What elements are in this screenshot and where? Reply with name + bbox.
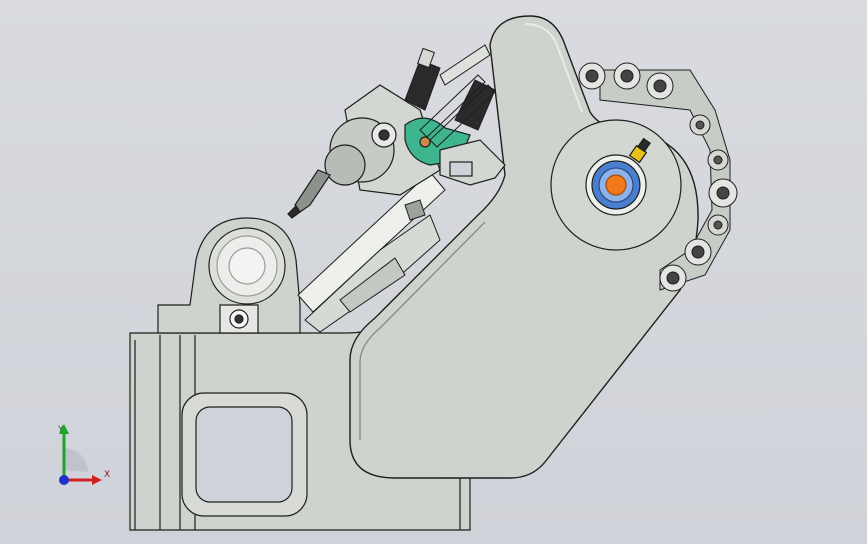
tool-pocket [684,238,712,266]
coordinate-triad-icon: Y X [57,424,110,485]
tool-pocket [646,72,674,100]
base-window [181,392,308,517]
tool-magazine [578,62,738,292]
tool-pocket [708,178,738,208]
spindle-head [287,84,506,219]
drive-motors [404,44,496,148]
tool-pocket [578,62,606,90]
tool-pocket [659,264,687,292]
trunnion-support [157,217,301,334]
axis-label-y: Y [57,425,64,435]
tool-pocket [707,214,729,236]
tool-pocket [689,114,711,136]
linear-guide [297,171,446,333]
tool-pocket [707,149,729,171]
rotary-table-disc [550,119,682,251]
tool-pocket [613,62,641,90]
axis-label-x: X [104,470,110,480]
